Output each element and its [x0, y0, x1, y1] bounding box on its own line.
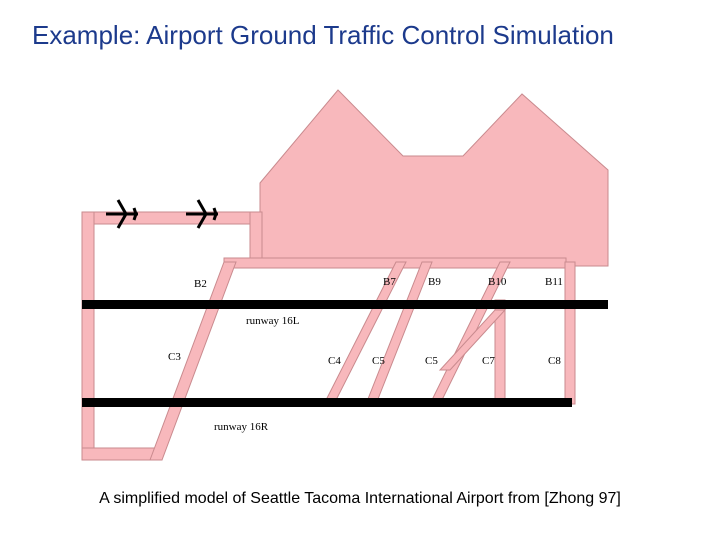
taxiway-b2-c3	[149, 261, 237, 461]
label-c8: C8	[548, 355, 561, 367]
taxiway-b11-c8	[564, 261, 576, 405]
taxiway-b9-c5	[365, 261, 433, 405]
label-c4: C4	[328, 355, 341, 367]
label-b2: B2	[194, 278, 207, 290]
label-b10: B10	[488, 276, 507, 288]
figure-caption: A simplified model of Seattle Tacoma Int…	[99, 490, 621, 507]
airplane-icon	[186, 199, 218, 229]
slide-title: Example: Airport Ground Traffic Control …	[32, 20, 614, 50]
label-c5a: C5	[372, 355, 385, 367]
label-b9: B9	[428, 276, 441, 288]
label-b11: B11	[545, 276, 563, 288]
left-taxiway	[81, 211, 95, 461]
label-c5b: C5	[425, 355, 438, 367]
label-runway-16r: runway 16R	[214, 421, 269, 433]
bottom-taxiway	[81, 447, 163, 461]
runway-16l	[82, 300, 608, 309]
airplane-icon	[106, 199, 138, 229]
label-c7: C7	[482, 355, 495, 367]
runway-16r	[82, 398, 572, 407]
label-c3: C3	[168, 351, 181, 363]
terminal-building	[259, 89, 609, 267]
label-runway-16l: runway 16L	[246, 315, 300, 327]
taxiway-c7-spur	[438, 309, 507, 371]
label-b7: B7	[383, 276, 396, 288]
taxiway-connector	[249, 211, 263, 263]
